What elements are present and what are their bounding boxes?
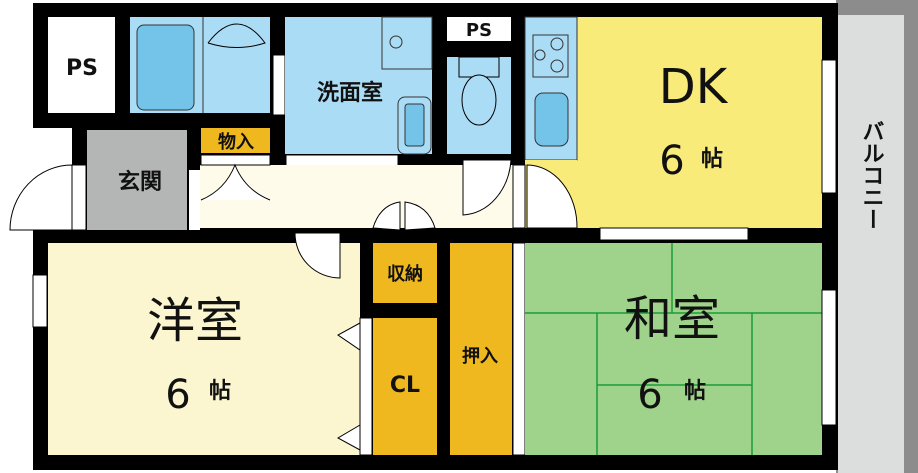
- toilet-icon: [461, 74, 497, 126]
- toilet-door: [462, 159, 512, 216]
- ps-room-2: [447, 17, 511, 41]
- dk-door-frame: [512, 164, 526, 229]
- closet-door: [372, 201, 436, 231]
- japanese-room: [525, 243, 822, 455]
- balcony: [838, 15, 904, 473]
- japanese-size: 6: [637, 372, 662, 418]
- stove-icon: [532, 34, 569, 78]
- western-room: [48, 243, 360, 455]
- bath-door: [272, 54, 286, 116]
- oshiire: [450, 243, 512, 455]
- tatami-lines: [525, 243, 822, 455]
- ps2-label: PS: [466, 20, 492, 41]
- dk-sliding-door: [599, 227, 749, 241]
- dk-door: [526, 164, 578, 229]
- storage: [201, 128, 270, 153]
- dk-size: 6: [659, 138, 684, 184]
- toilet-tank: [458, 56, 500, 78]
- dk-unit: 帖: [701, 147, 723, 172]
- japanese-unit: 帖: [684, 379, 706, 404]
- entrance: [87, 130, 187, 230]
- front-door-frame: [71, 164, 87, 231]
- ps-room: [48, 17, 115, 113]
- burner: [534, 49, 546, 61]
- burner: [550, 37, 564, 51]
- closet-door-swing: [336, 322, 361, 451]
- basin: [404, 103, 425, 147]
- storage-door-frame: [200, 154, 271, 166]
- storage-label: 物入: [218, 131, 254, 153]
- closet-label: CL: [390, 373, 420, 398]
- bathtub-icon: [136, 24, 195, 111]
- japanese-window: [821, 289, 837, 426]
- drain-icon: [389, 35, 403, 49]
- closet: [373, 318, 437, 455]
- small-closet: [373, 243, 437, 303]
- burner: [550, 59, 564, 73]
- step: [189, 170, 200, 230]
- closet-doors: [359, 317, 373, 456]
- dk-window: [821, 59, 837, 194]
- storage-door: [200, 163, 271, 201]
- western-label: 洋室: [147, 293, 243, 349]
- kitchen-sink-icon: [534, 92, 569, 147]
- balcony-label: バルコニー: [859, 120, 884, 230]
- front-door: [9, 164, 73, 231]
- western-size: 6: [165, 372, 190, 418]
- washroom-label: 洗面室: [317, 80, 383, 106]
- oshiire-label: 押入: [462, 345, 498, 367]
- shower-icon: [207, 23, 266, 48]
- western-window: [32, 274, 48, 328]
- ps-label: PS: [66, 56, 98, 81]
- small-closet-label: 収納: [387, 263, 423, 285]
- western-unit: 帖: [209, 379, 231, 404]
- washer-space: [381, 16, 433, 70]
- dk-label: DK: [659, 59, 729, 115]
- oshiire-doors: [512, 242, 526, 456]
- entrance-label: 玄関: [118, 169, 162, 195]
- japanese-label: 和室: [624, 291, 720, 347]
- western-door: [294, 232, 341, 279]
